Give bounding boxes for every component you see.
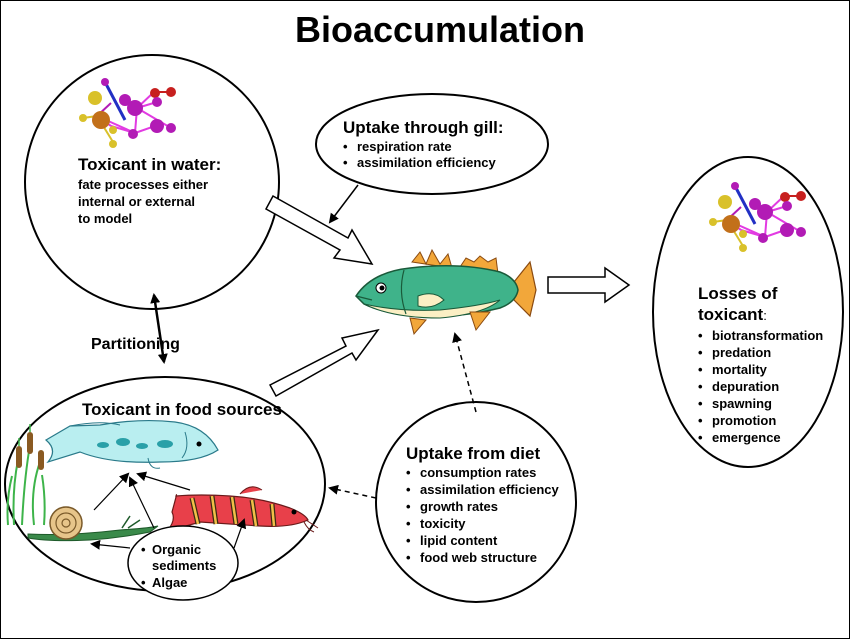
uptake-diet-item: toxicity	[420, 516, 466, 531]
losses-ellipse	[652, 156, 844, 468]
bullet-glyph: •	[406, 465, 411, 480]
losses-item: depuration	[712, 379, 779, 394]
uptake-diet-item: growth rates	[420, 499, 498, 514]
bullet-glyph: •	[698, 430, 703, 445]
molecule-icon	[707, 180, 808, 254]
bullet-glyph: •	[698, 328, 703, 343]
molecule-icon	[77, 76, 178, 150]
bullet-glyph: •	[698, 362, 703, 377]
losses-node: Losses of toxicant: • biotransformation …	[652, 156, 844, 468]
gill-pointer-arrow	[328, 184, 359, 224]
uptake-diet-item: assimilation efficiency	[420, 482, 559, 497]
bullet-glyph: •	[343, 155, 348, 170]
uptake-diet-circle	[375, 401, 577, 603]
algae-item: Algae	[152, 575, 187, 590]
uptake-gill-ellipse	[315, 93, 549, 195]
cattail-icon	[6, 424, 46, 526]
diet-to-fish-arrow	[452, 332, 477, 413]
bullet-glyph: •	[406, 533, 411, 548]
toxicant-in-water-line: to model	[78, 211, 132, 226]
toxicant-in-water-line: internal or external	[78, 194, 195, 209]
partitioning-arrow	[150, 293, 168, 364]
losses-item: mortality	[712, 362, 768, 377]
bullet-glyph: •	[406, 482, 411, 497]
partitioning-label: Partitioning	[91, 336, 180, 353]
food-web-arrow	[128, 476, 155, 529]
sediments-algae-ellipse	[127, 525, 239, 601]
food-web-arrow	[93, 472, 130, 511]
toxicant-in-water-node: Toxicant in water: fate processes either…	[24, 54, 280, 310]
bullet-glyph: •	[698, 379, 703, 394]
bullet-glyph: •	[698, 396, 703, 411]
losses-heading-word: toxicant	[698, 305, 764, 324]
food-to-fish-arrow	[268, 328, 380, 398]
losses-item: predation	[712, 345, 771, 360]
uptake-gill-item: respiration rate	[357, 139, 452, 154]
losses-heading: Losses of	[698, 284, 778, 303]
food-web-arrow	[233, 518, 247, 549]
bullet-glyph: •	[406, 516, 411, 531]
bullet-glyph: •	[406, 550, 411, 565]
uptake-diet-item: food web structure	[420, 550, 537, 565]
uptake-gill-heading: Uptake through gill:	[343, 118, 504, 137]
sediments-item: sediments	[152, 558, 216, 573]
uptake-diet-heading: Uptake from diet	[406, 444, 540, 463]
diet-to-food-arrow	[328, 484, 377, 499]
uptake-diet-node: Uptake from diet • consumption rates • a…	[375, 401, 577, 603]
uptake-diet-item: lipid content	[420, 533, 498, 548]
bullet-glyph: •	[406, 499, 411, 514]
fish-icon	[355, 248, 537, 336]
food-sources-heading: Toxicant in food sources	[82, 400, 282, 419]
toxicant-in-water-line: fate processes either	[78, 177, 208, 192]
food-sources-node: Toxicant in food sources	[4, 376, 326, 601]
uptake-gill-node: Uptake through gill: • respiration rate …	[315, 93, 549, 195]
loach-icon	[166, 486, 319, 533]
losses-heading: toxicant:	[698, 305, 767, 324]
bullet-glyph: •	[698, 413, 703, 428]
toxicant-in-water-heading: Toxicant in water:	[78, 155, 221, 174]
losses-list: • biotransformation • predation • mortal…	[698, 328, 823, 445]
bullet-glyph: •	[343, 139, 348, 154]
uptake-gill-item: assimilation efficiency	[357, 155, 496, 170]
uptake-diet-item: consumption rates	[420, 465, 536, 480]
food-web-arrow	[90, 539, 131, 550]
snail-icon	[27, 506, 159, 542]
water-to-fish-arrow	[264, 194, 374, 265]
bullet-glyph: •	[698, 345, 703, 360]
trout-icon	[44, 419, 219, 469]
losses-heading-colon: :	[763, 308, 767, 323]
food-web-arrow	[136, 471, 191, 491]
losses-item: spawning	[712, 396, 772, 411]
losses-item: emergence	[712, 430, 781, 445]
bullet-glyph: •	[141, 575, 146, 590]
page-title: Bioaccumulation	[295, 9, 585, 50]
losses-item: promotion	[712, 413, 776, 428]
losses-arrow	[547, 266, 631, 304]
bullet-glyph: •	[141, 542, 146, 557]
sediments-item: Organic	[152, 542, 201, 557]
losses-item: biotransformation	[712, 328, 823, 343]
